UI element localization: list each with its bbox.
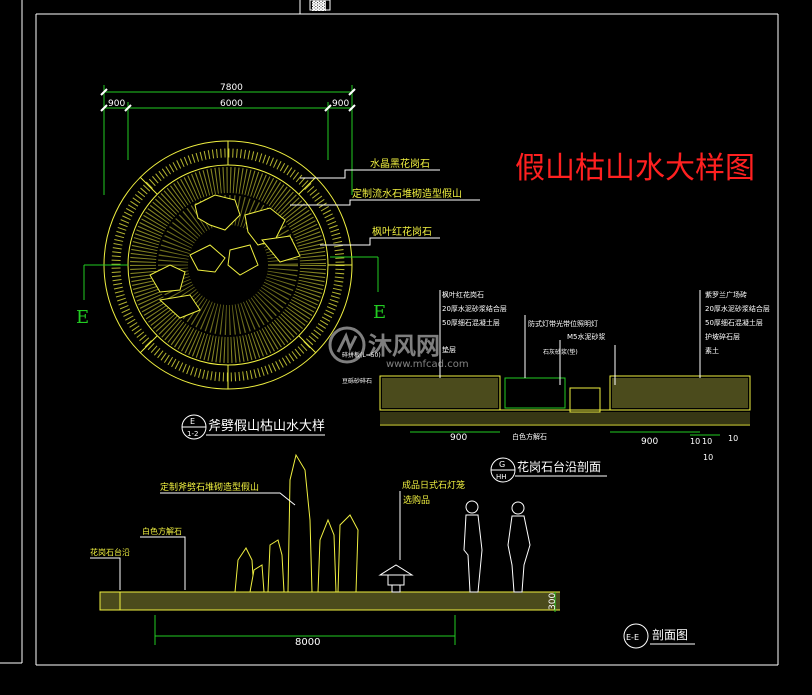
section-mark-right: E	[373, 302, 386, 323]
detail-small-label-3: 石灰砂浆(垫)	[543, 348, 578, 356]
section-caption: 剖面图	[652, 628, 688, 642]
drawing-frame	[0, 0, 779, 666]
detail-dim-1: 900	[450, 433, 467, 443]
detail-dim-5: 10	[728, 434, 738, 443]
section-dim-width: 8000	[295, 637, 320, 648]
plan-label-1: 水晶黑花岗石	[370, 157, 430, 170]
detail-right-layer-2: 20厚水泥砂浆结合层	[705, 304, 770, 313]
plan-tag-bottom: 1-2	[187, 430, 198, 438]
svg-text:▓▓: ▓▓	[312, 0, 326, 12]
plan-dim-right: 900	[332, 99, 349, 109]
plan-label-2: 定制流水石堆砌造型假山	[352, 187, 462, 200]
plan-dim-left: 900	[108, 99, 125, 109]
plan-tag-top: E	[190, 417, 195, 426]
watermark-logo: 沐风网 www.mfcad.com	[328, 326, 469, 370]
detail-dim-3: 10	[690, 437, 700, 446]
section-label-2: 白色方解石	[142, 526, 182, 536]
detail-right-layer-1: 紫罗兰广场砖	[705, 290, 747, 299]
detail-left-layer-4: 垫层	[442, 345, 456, 354]
detail-dim-2: 900	[641, 437, 658, 447]
watermark-brand: 沐风网	[368, 332, 440, 360]
detail-mid-label: 防式灯带光带位照明灯	[528, 319, 598, 328]
watermark-url: www.mfcad.com	[386, 359, 469, 370]
detail-left-layer-2: 20厚水泥砂浆结合层	[442, 304, 507, 313]
section-label-5: 选购品	[403, 494, 430, 506]
detail-tag-bottom: HH	[496, 473, 507, 481]
section-label-3: 花岗石台沿	[90, 547, 130, 557]
section-label-1: 定制斧劈石堆砌造型假山	[160, 481, 259, 493]
detail-dim-6: 10	[703, 453, 713, 462]
detail-left-layer-3: 50厚细石混凝土层	[442, 318, 500, 327]
detail-bottom-label: 白色方解石	[512, 432, 547, 441]
section-dim-height: 300	[548, 593, 558, 610]
plan-label-3: 枫叶红花岗石	[372, 225, 432, 238]
plan-view: 7800 900 6000 900 E E 水晶黑花岗石 定制流水石堆砌造型假山…	[76, 83, 480, 440]
detail-caption: 花岗石台沿剖面	[517, 459, 601, 474]
detail-right-layer-4: 护坡碎石层	[705, 332, 740, 341]
detail-tag-top: G	[499, 460, 505, 469]
detail-small-label-2: 豆砾砂碎石	[342, 377, 372, 385]
section-tag: E-E	[626, 633, 639, 642]
plan-dim-mid: 6000	[220, 99, 243, 109]
detail-left-layer-1: 枫叶红花岗石	[442, 290, 484, 299]
section-mark-left: E	[76, 307, 89, 328]
section-label-4: 成品日式石灯笼	[402, 479, 465, 491]
detail-right-layer-3: 50厚细石混凝土层	[705, 318, 763, 327]
detail-section: 枫叶红花岗石 20厚水泥砂浆结合层 50厚细石混凝土层 垫层 防式灯带光带位照明…	[342, 290, 770, 483]
section-ee: 定制斧劈石堆砌造型假山 白色方解石 花岗石台沿 成品日式石灯笼 选购品 8000…	[90, 453, 695, 649]
plan-caption: 斧劈假山枯山水大样	[208, 418, 325, 434]
detail-right-layer-5: 素土	[705, 346, 719, 355]
detail-dim-4: 10	[702, 437, 712, 446]
plan-dim-total: 7800	[220, 83, 243, 93]
title-block-corner: ▓▓	[309, 0, 331, 12]
detail-mid-label-2: M5水泥砂浆	[567, 332, 606, 341]
drawing-title: 假山枯山水大样图	[515, 151, 755, 186]
